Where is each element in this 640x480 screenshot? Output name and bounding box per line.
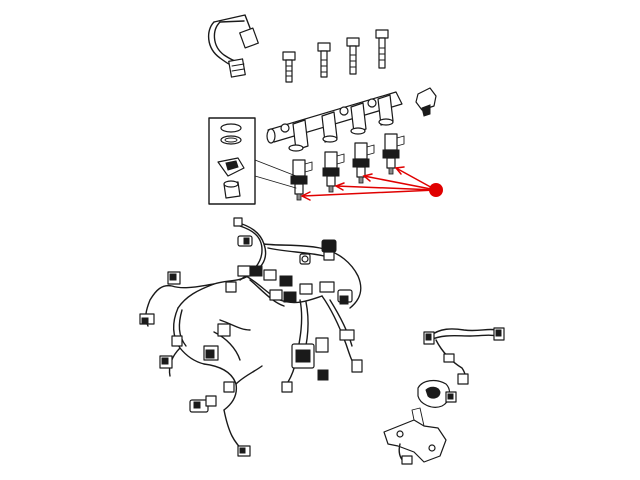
callout-indicator xyxy=(300,166,443,201)
arrowhead-2 xyxy=(334,182,345,191)
bolt-1 xyxy=(282,51,296,83)
callout-dot xyxy=(429,183,443,197)
callout-arrows xyxy=(300,166,437,201)
callout-arrow-2 xyxy=(335,185,437,191)
fuel-injector-1[interactable] xyxy=(290,159,313,201)
bolt-2 xyxy=(317,42,331,78)
fuel-injector-4[interactable] xyxy=(382,133,405,175)
callout-arrow-4 xyxy=(395,167,437,191)
arrowhead-1 xyxy=(300,191,311,201)
bolt-4 xyxy=(375,29,389,69)
fuel-injector-3[interactable] xyxy=(352,142,375,184)
injector-seal-detail-box xyxy=(208,117,297,205)
arrowhead-4 xyxy=(394,166,405,175)
engine-wiring-harness xyxy=(139,217,363,457)
callout-arrow-3 xyxy=(363,175,437,191)
sensor-assembly xyxy=(417,379,457,408)
mounting-bracket xyxy=(383,407,447,465)
bolt-3 xyxy=(346,37,360,75)
mounting-bolts xyxy=(282,29,389,83)
callout-arrow-1 xyxy=(302,189,437,197)
fuel-line xyxy=(207,14,259,78)
sub-harness-right xyxy=(423,327,505,385)
arrowhead-3 xyxy=(362,173,373,182)
fuel-pressure-sensor xyxy=(415,87,437,117)
fuel-injector-2[interactable] xyxy=(322,151,345,193)
fuel-rail xyxy=(266,91,403,152)
